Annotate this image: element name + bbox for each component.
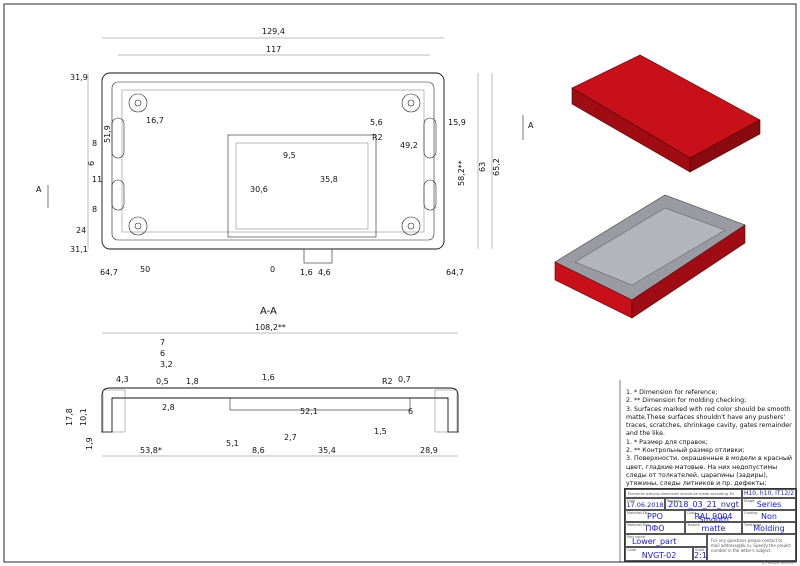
note: 3. Surfaces marked with red color should… (626, 405, 792, 438)
note: 1. * Размер для справок; (626, 438, 708, 446)
dim-label: 2,7 (284, 433, 297, 442)
coating: Non (761, 512, 777, 521)
dim-label: 7 (160, 338, 165, 347)
material-ru: ПФО (645, 524, 665, 533)
tolerance: H10, h10, IT12/2 (743, 490, 795, 497)
dim-label: 50 (140, 265, 150, 274)
section-marker: A (528, 121, 534, 130)
treatment: Molding (753, 524, 785, 533)
dim-label: 51,9 (103, 125, 112, 143)
general-note: Elements without dimension should be mad… (625, 489, 742, 500)
dim-label: 28,9 (420, 446, 438, 455)
dim-label: 64,7 (446, 268, 464, 277)
dim-label: 6 (408, 407, 413, 416)
dim-label: 8 (92, 139, 97, 148)
section-title: A-A (260, 306, 277, 317)
dim-label: 2,8 (162, 403, 175, 412)
dim-label: 35,4 (318, 446, 336, 455)
dim-label: 0 (270, 265, 275, 274)
dim-label: 129,4 (262, 27, 285, 36)
dim-label: 63 (478, 162, 487, 172)
dim-label: 1,6 (300, 268, 313, 277)
dim-label: 3,2 (160, 360, 173, 369)
dim-label: 35,8 (320, 175, 338, 184)
top-view: 129,4 117 31,9 16,7 51,9 8 6 11 8 24 31,… (36, 27, 534, 277)
dim-label: 1,9 (85, 437, 94, 450)
dim-label: 52,1 (300, 407, 318, 416)
date: 17.06.2018 (626, 501, 664, 509)
footer: (c) Ellison Tech.inc (762, 561, 795, 565)
dim-label: 65,2 (492, 158, 501, 176)
dim-label: 5,1 (226, 439, 239, 448)
dim-label: 10,1 (79, 408, 88, 426)
dim-label: 30,6 (250, 185, 268, 194)
dim-label: R2 (382, 377, 393, 386)
code: NVGT-02 (641, 551, 677, 560)
dim-label: 31,1 (70, 245, 88, 254)
dim-label: 8 (92, 205, 97, 214)
dim-label: 1,5 (374, 427, 387, 436)
model-3d-top (571, 54, 761, 173)
dim-label: 16,7 (146, 116, 164, 125)
dim-label: 8,6 (252, 446, 265, 455)
project: 2018_03_21_nvgt (668, 500, 739, 509)
dim-label: 17,8 (65, 408, 74, 426)
dim-label: 1,8 (186, 377, 199, 386)
dim-label: 4,3 (116, 375, 129, 384)
texture: Smooth matte (698, 515, 729, 533)
dim-label: 49,2 (400, 141, 418, 150)
title-block: Elements without dimension should be mad… (624, 488, 797, 562)
note: 3. Поверхности, окрашенные в модели в кр… (626, 455, 793, 488)
dim-label: R2 (372, 133, 383, 142)
dim-label: 108,2** (255, 323, 286, 332)
dim-label: 0,7 (398, 375, 411, 384)
section-marker: A (36, 185, 42, 194)
dim-label: 0,5 (156, 377, 169, 386)
dim-label: 15,9 (448, 118, 466, 127)
sheet-frame (3, 3, 797, 563)
dim-label: 64,7 (100, 268, 118, 277)
dim-label: 58,2** (457, 160, 466, 186)
dim-label: 4,6 (318, 268, 331, 277)
dim-label: 1,6 (262, 373, 275, 382)
dim-label: 31,9 (70, 73, 88, 82)
dim-label: 9,5 (283, 151, 296, 160)
scale: 2:1 (694, 551, 707, 560)
dim-label: 5,6 (370, 118, 383, 127)
part-name: Lower_part (632, 537, 677, 546)
dim-label: 24 (76, 226, 86, 235)
color: RAL 9004 (694, 512, 733, 521)
dim-label: 6 (87, 161, 96, 166)
note: 2. ** Dimension for molding checking; (626, 397, 747, 405)
dim-label: 11 (92, 175, 102, 184)
stage: Series (756, 500, 782, 509)
note: 2. ** Контрольный размер отливки; (626, 447, 745, 455)
dim-label: 117 (266, 45, 281, 54)
material: PPO (647, 512, 663, 521)
section-view: A-A 108,2** 7 6 3,2 4,3 0,5 2,8 1,8 1,6 … (65, 306, 459, 457)
notes: 1. * Dimension for reference; 2. ** Dime… (626, 389, 798, 489)
contact-note: For any questions please contact to mail… (707, 534, 796, 561)
note: 1. * Dimension for reference; (626, 389, 718, 396)
dim-label: 6 (160, 349, 165, 358)
dim-label: 53,8* (140, 446, 162, 455)
model-3d-bottom (554, 194, 746, 319)
